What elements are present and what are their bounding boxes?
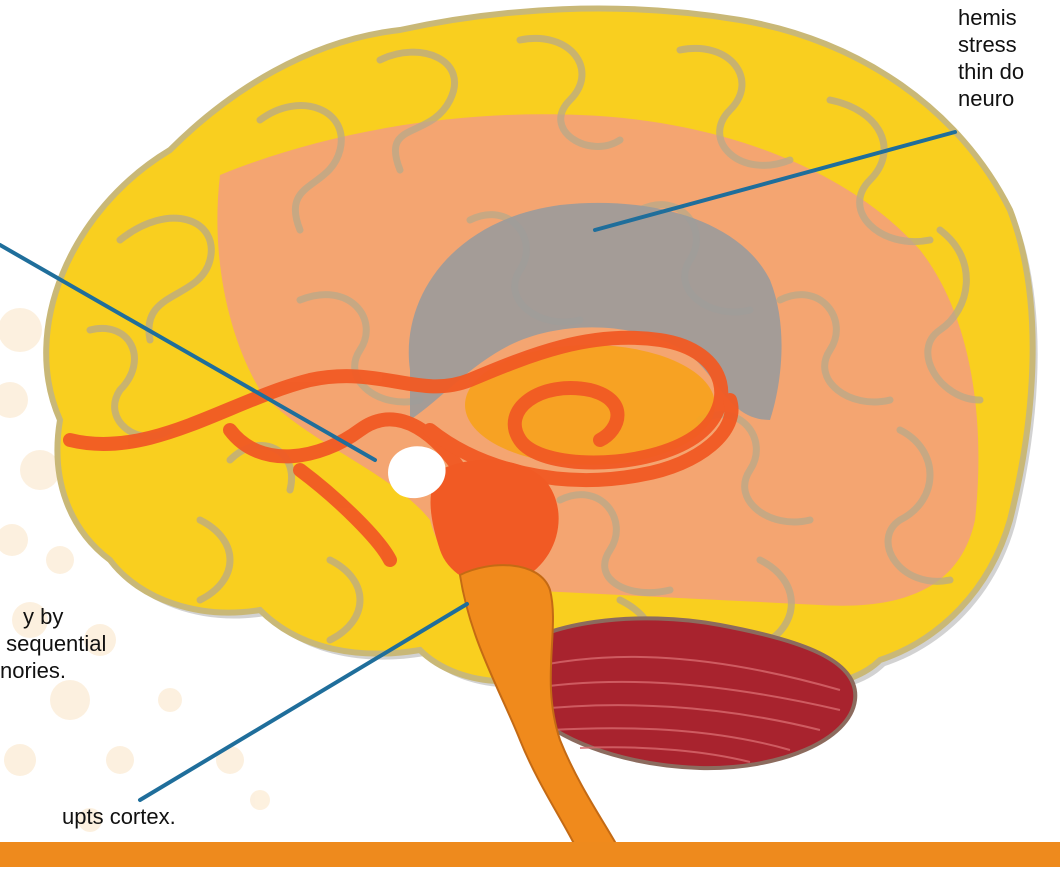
label-line: hemis — [958, 4, 1024, 31]
label-bottom: upts cortex. — [0, 803, 176, 830]
label-line: upts cortex. — [0, 803, 176, 830]
label-line: sequential — [0, 630, 106, 657]
footer-bar-shape — [0, 842, 1060, 867]
label-line: y by — [0, 603, 106, 630]
label-line: stress — [958, 31, 1024, 58]
label-bottom-left: y by sequential nories. — [0, 603, 106, 684]
label-line: nories. — [0, 657, 106, 684]
label-line: neuro — [958, 85, 1024, 112]
label-line: thin do — [958, 58, 1024, 85]
label-top-right: hemis stress thin do neuro — [958, 4, 1024, 112]
